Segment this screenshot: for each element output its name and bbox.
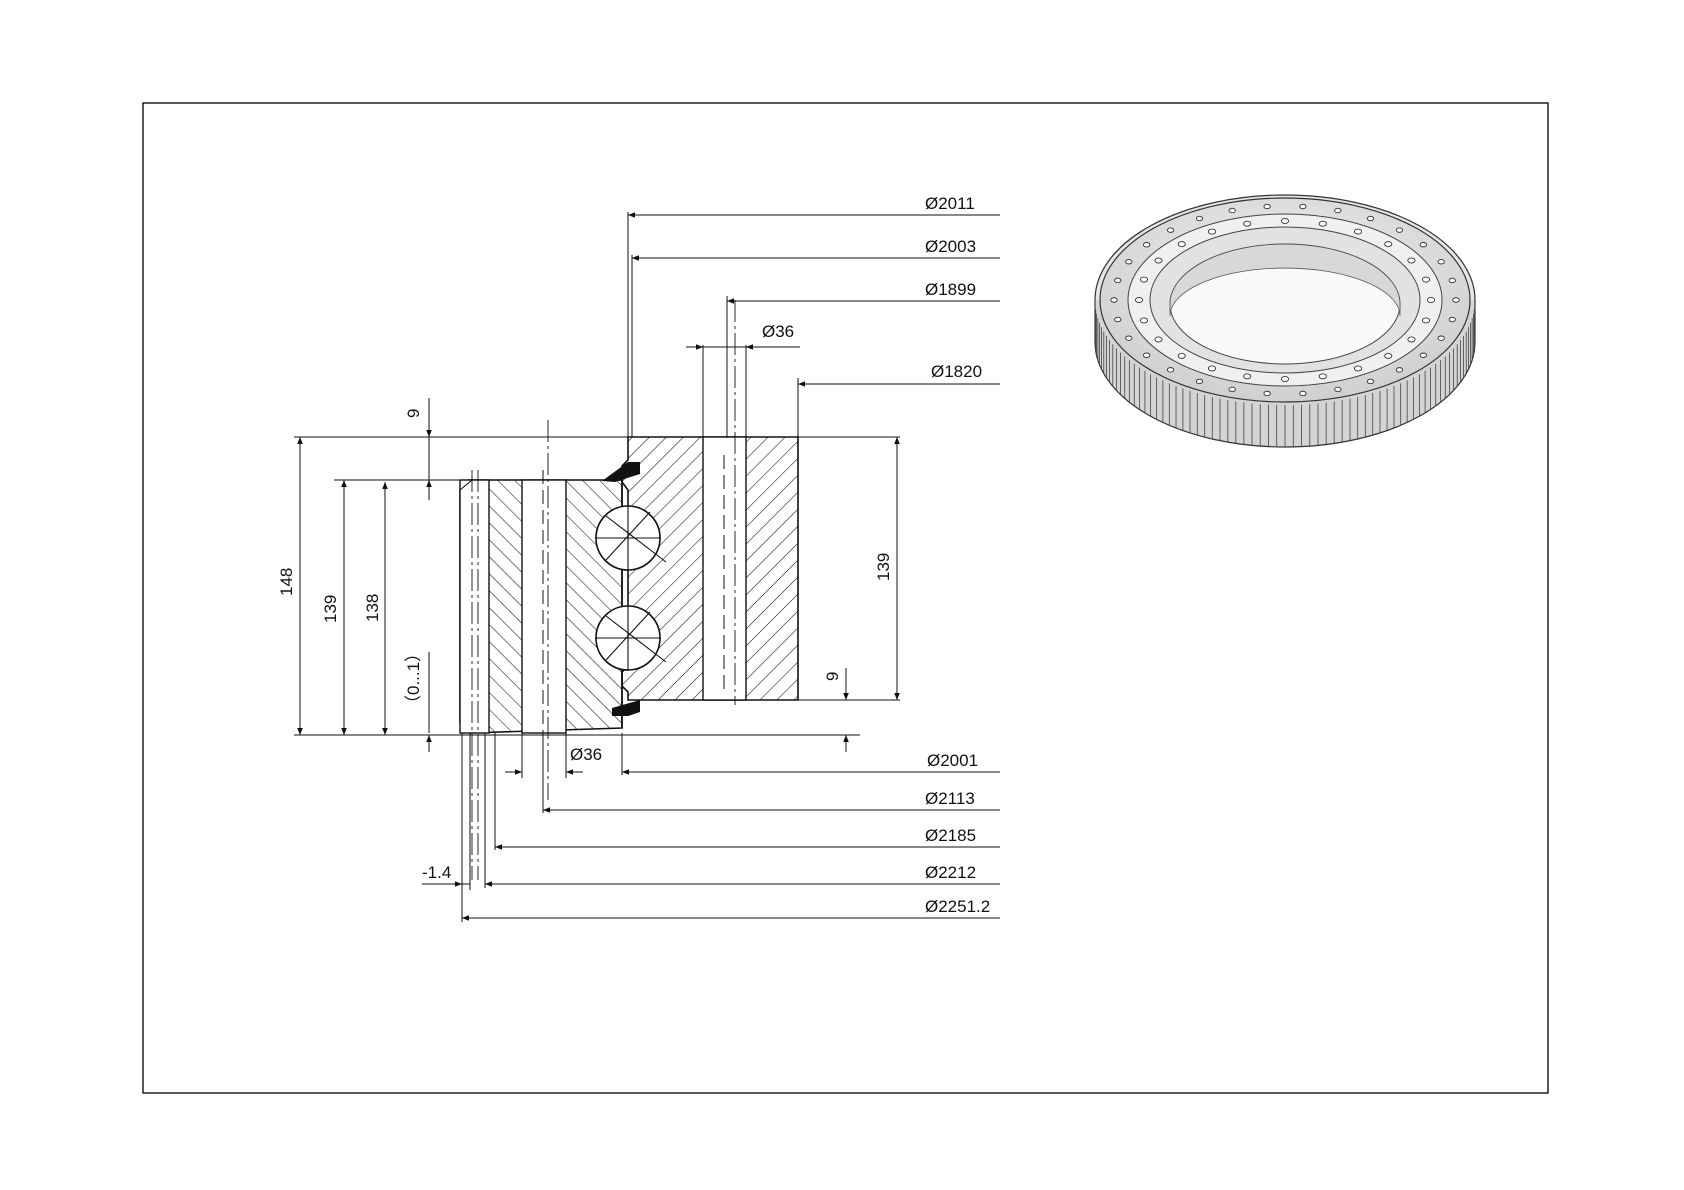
bolt-hole xyxy=(1195,378,1204,385)
bolt-hole xyxy=(1407,336,1416,343)
bolt-hole xyxy=(1280,218,1290,224)
bolt-hole xyxy=(1243,220,1252,227)
dim-height-right: 139 xyxy=(874,553,893,581)
bolt-hole xyxy=(1407,257,1416,264)
bolt-hole xyxy=(1125,335,1133,341)
dim-height-outer-ring: 139 xyxy=(321,595,340,623)
bolt-hole xyxy=(1228,386,1236,393)
seal-upper xyxy=(602,462,640,482)
bolt-hole xyxy=(1134,297,1144,303)
dimension-lines xyxy=(294,212,1000,922)
bolt-hole xyxy=(1419,352,1427,358)
bolt-hole xyxy=(1452,297,1460,303)
dim-bolt-hole-outer: Ø36 xyxy=(762,322,794,341)
dim-gap-bottom: 9 xyxy=(823,672,842,681)
bolt-hole xyxy=(1384,241,1393,248)
dim-d2251: Ø2251.2 xyxy=(925,897,990,916)
dim-offset: -1.4 xyxy=(422,863,451,882)
bolt-hole xyxy=(1421,317,1431,324)
bolt-hole xyxy=(1195,215,1204,222)
bolt-hole xyxy=(1366,215,1375,222)
bolt-hole xyxy=(1139,317,1149,324)
bolt-hole xyxy=(1280,376,1290,382)
bolt-hole xyxy=(1334,386,1342,393)
ball-upper xyxy=(595,505,667,571)
bolt-hole xyxy=(1139,276,1149,283)
bolt-hole xyxy=(1334,207,1342,214)
bolt-hole xyxy=(1154,257,1163,264)
bolt-hole xyxy=(1154,336,1163,343)
bolt-hole xyxy=(1419,242,1427,248)
dim-d2212: Ø2212 xyxy=(925,863,976,882)
dim-d1820: Ø1820 xyxy=(931,362,982,381)
dim-height-total: 148 xyxy=(277,568,296,596)
bolt-hole xyxy=(1243,373,1252,380)
bolt-hole xyxy=(1177,241,1186,248)
bolt-hole xyxy=(1299,390,1307,397)
dim-d1899: Ø1899 xyxy=(925,280,976,299)
dim-tolerance: （0...1） xyxy=(404,645,423,712)
bolt-hole xyxy=(1207,228,1217,235)
bolt-hole xyxy=(1207,365,1217,372)
gear-teeth xyxy=(1094,300,1476,447)
dimension-labels: Ø2011 Ø2003 Ø1899 Ø36 Ø1820 Ø2001 Ø2113 … xyxy=(277,194,990,916)
slewing-ring-illustration xyxy=(1094,194,1476,448)
bolt-hole xyxy=(1448,277,1456,284)
dim-d2001: Ø2001 xyxy=(927,751,978,770)
bolt-hole xyxy=(1166,227,1175,233)
seal-lower xyxy=(612,700,640,716)
bolt-hole xyxy=(1353,365,1363,372)
bolt-hole xyxy=(1353,228,1363,235)
dim-gap-top: 9 xyxy=(404,409,423,418)
bolt-hole xyxy=(1437,335,1445,341)
bolt-hole xyxy=(1143,352,1151,358)
bolt-hole xyxy=(1366,378,1375,385)
inner-bolt-hole xyxy=(521,479,567,734)
bolt-hole xyxy=(1395,227,1404,233)
cross-section xyxy=(459,300,799,880)
dim-bolt-hole-inner: Ø36 xyxy=(570,745,602,764)
bolt-hole xyxy=(1318,220,1327,227)
dim-height-inner-ring: 138 xyxy=(363,594,382,622)
gear-tooth-zone xyxy=(459,479,490,734)
bolt-hole xyxy=(1299,203,1307,210)
bolt-holes xyxy=(1110,203,1460,397)
dim-d2113: Ø2113 xyxy=(925,789,975,808)
bolt-hole xyxy=(1384,352,1393,359)
bolt-hole xyxy=(1395,367,1404,373)
ball-lower xyxy=(595,605,667,671)
bolt-hole xyxy=(1437,259,1445,265)
bolt-hole xyxy=(1166,367,1175,373)
bolt-hole xyxy=(1426,297,1436,303)
bolt-hole xyxy=(1263,390,1271,397)
dim-d2011: Ø2011 xyxy=(925,194,975,213)
bolt-hole xyxy=(1448,316,1456,323)
bolt-hole xyxy=(1263,203,1271,210)
bolt-hole xyxy=(1125,259,1133,265)
dim-d2185: Ø2185 xyxy=(925,826,976,845)
bolt-hole xyxy=(1143,242,1151,248)
dim-d2003: Ø2003 xyxy=(925,237,976,256)
bolt-hole xyxy=(1114,277,1122,284)
bolt-hole xyxy=(1114,316,1122,323)
bolt-hole xyxy=(1177,352,1186,359)
bolt-hole xyxy=(1421,276,1431,283)
bolt-hole xyxy=(1318,373,1327,380)
drawing-frame xyxy=(142,102,1549,1094)
bolt-hole xyxy=(1110,297,1118,303)
bolt-hole xyxy=(1228,207,1236,214)
